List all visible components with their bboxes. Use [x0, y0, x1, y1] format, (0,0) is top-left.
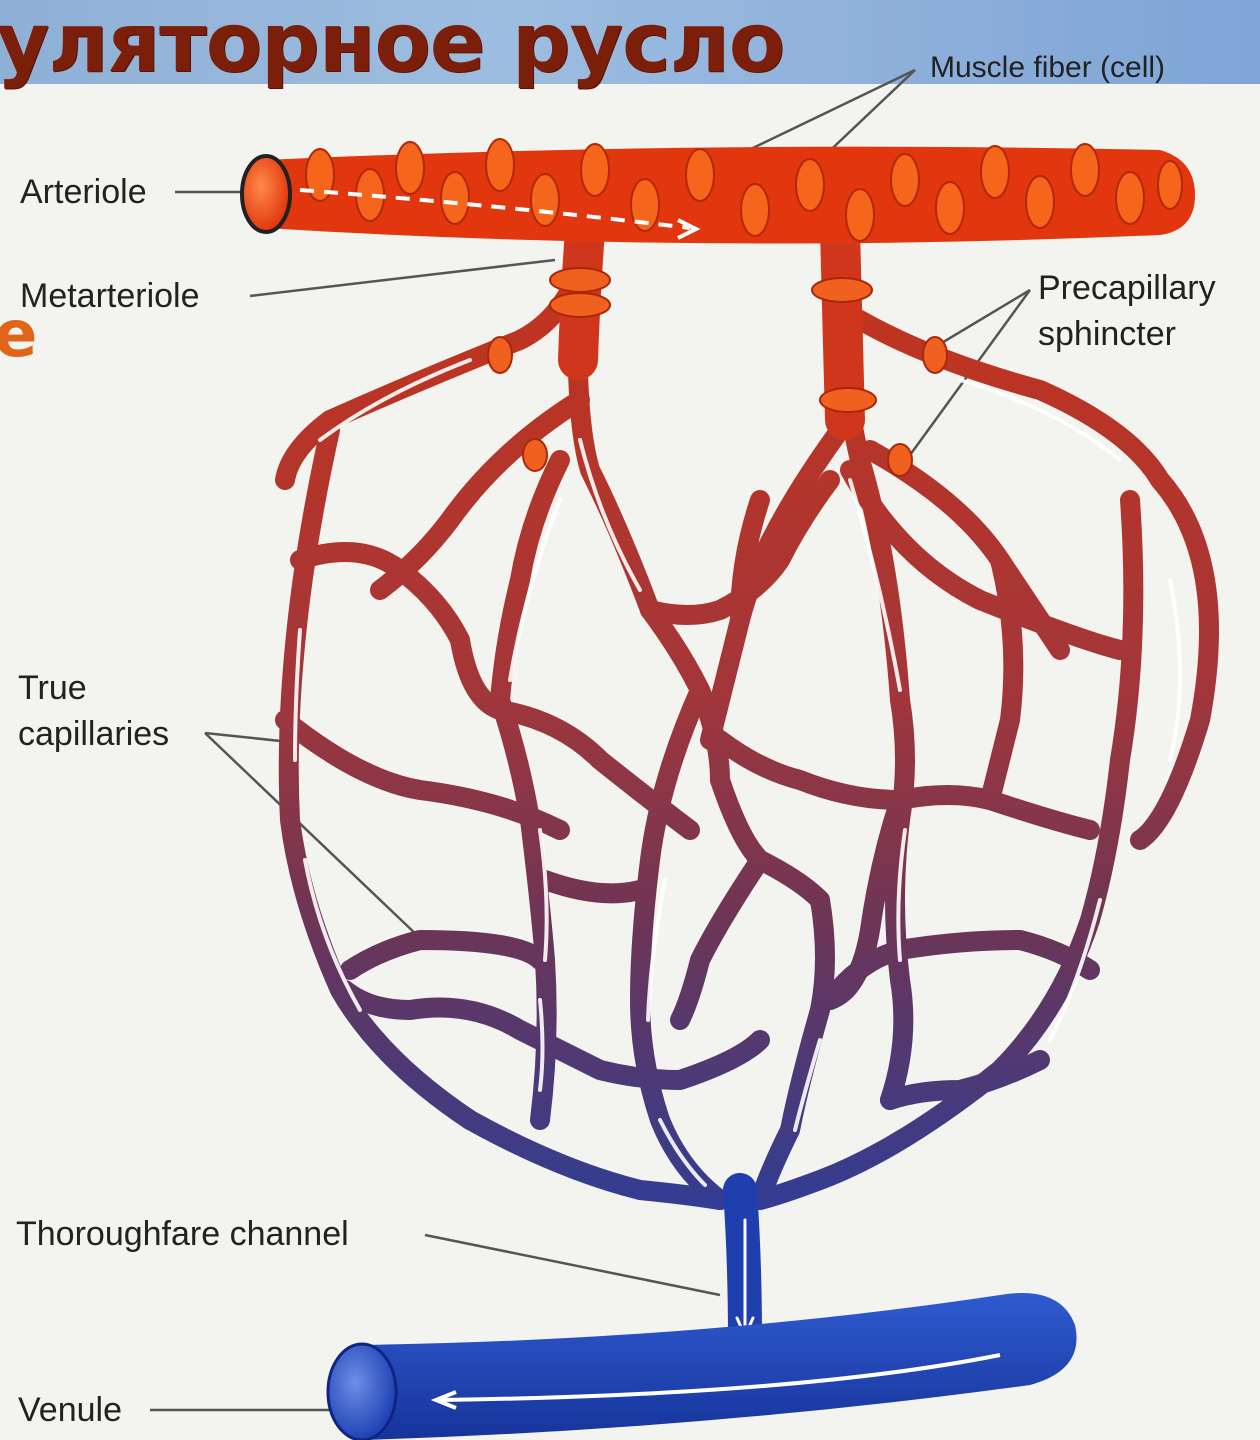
label-metarteriole: Metarteriole: [20, 276, 200, 316]
label-precapillary-sphincter-line1: Precapillary: [1038, 268, 1216, 308]
label-precapillary-sphincter-line2: sphincter: [1038, 314, 1176, 354]
label-muscle-fiber: Muscle fiber (cell): [930, 48, 1165, 88]
metarterioles: [578, 230, 845, 420]
label-venule: Venule: [18, 1390, 122, 1430]
label-true-capillaries-line2: capillaries: [18, 714, 169, 754]
label-thoroughfare-channel: Thoroughfare channel: [16, 1214, 349, 1254]
capillary-network: [285, 270, 1209, 1200]
venule: [328, 1293, 1077, 1440]
label-true-capillaries-line1: True: [18, 668, 87, 708]
label-arteriole: Arteriole: [20, 172, 147, 212]
thoroughfare-channel: [737, 1190, 753, 1340]
